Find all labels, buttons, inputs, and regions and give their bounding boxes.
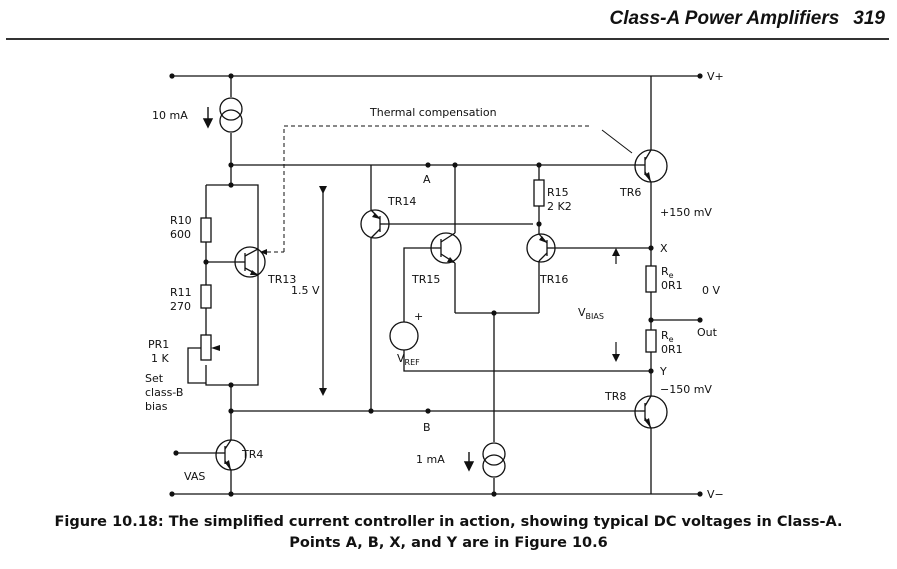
r11-value: 270	[170, 300, 191, 313]
header-rule	[6, 38, 889, 40]
tr14-label: TR14	[387, 195, 416, 208]
page-number: 319	[853, 8, 885, 29]
node-y-label: Y	[659, 365, 667, 378]
vref-main: V	[397, 352, 405, 365]
source-1ma-label: 1 mA	[416, 453, 445, 466]
set-label-1: Set	[145, 372, 164, 385]
voltage-minus-label: −150 mV	[660, 383, 712, 396]
tr6-label: TR6	[619, 186, 641, 199]
tr4-label: TR4	[241, 448, 263, 461]
source-10ma-label: 10 mA	[152, 109, 188, 122]
voltage-zero-label: 0 V	[702, 284, 720, 297]
svg-text:VBIAS: VBIAS	[578, 306, 604, 321]
svg-text:VREF: VREF	[397, 352, 420, 367]
node-x-label: X	[660, 242, 668, 255]
thermal-link	[267, 125, 592, 253]
caption-line-1: Figure 10.18: The simplified current con…	[54, 514, 843, 530]
voltage-plus-label: +150 mV	[660, 206, 712, 219]
r11-name: R11	[170, 286, 192, 299]
vref-plus: +	[414, 310, 423, 323]
node-b-label: B	[423, 421, 431, 434]
vbias-main: V	[578, 306, 586, 319]
circuit-labels: V+ V− Thermal compensation 10 mA 1 mA A …	[145, 70, 724, 501]
re-sub-2: e	[669, 335, 674, 344]
running-head-title: Class-A Power Amplifiers	[609, 8, 840, 29]
r10-value: 600	[170, 228, 191, 241]
r10-name: R10	[170, 214, 192, 227]
current-source-icons	[219, 97, 506, 478]
running-head: Class-A Power Amplifiers 319	[609, 8, 885, 30]
vref-sub: REF	[405, 358, 421, 367]
pr1-name: PR1	[148, 338, 169, 351]
resistor-bodies	[200, 179, 657, 361]
vplus-label: V+	[707, 70, 724, 83]
junction-dots	[169, 73, 703, 497]
re-sub-1: e	[669, 271, 674, 280]
re-value-1: 0R1	[661, 279, 683, 292]
vminus-label: V−	[707, 488, 724, 501]
thermal-label: Thermal compensation	[369, 106, 497, 119]
r15-value: 2 K2	[547, 200, 572, 213]
vbias-sub: BIAS	[586, 312, 604, 321]
circuit-diagram: V+ V− Thermal compensation 10 mA 1 mA A …	[145, 70, 724, 501]
span-voltage-label: 1.5 V	[291, 284, 320, 297]
figure-caption: Figure 10.18: The simplified current con…	[0, 512, 897, 554]
tr13-label: TR13	[267, 273, 296, 286]
re-name-1: R	[661, 265, 669, 278]
re-value-2: 0R1	[661, 343, 683, 356]
out-label: Out	[697, 326, 718, 339]
tr8-label: TR8	[604, 390, 626, 403]
pr1-value: 1 K	[151, 352, 169, 365]
tr15-label: TR15	[411, 273, 440, 286]
set-label-3: bias	[145, 400, 168, 413]
caption-line-2: Points A, B, X, and Y are in Figure 10.6	[289, 535, 608, 551]
svg-text:Re: Re	[661, 265, 674, 280]
node-a-label: A	[423, 173, 431, 186]
r15-name: R15	[547, 186, 569, 199]
transistor-icons	[215, 149, 668, 471]
arrow-heads	[225, 172, 651, 470]
tr16-label: TR16	[539, 273, 568, 286]
svg-text:Re: Re	[661, 329, 674, 344]
re-name-2: R	[661, 329, 669, 342]
vas-label: VAS	[184, 470, 205, 483]
set-label-2: class-B	[145, 386, 183, 399]
